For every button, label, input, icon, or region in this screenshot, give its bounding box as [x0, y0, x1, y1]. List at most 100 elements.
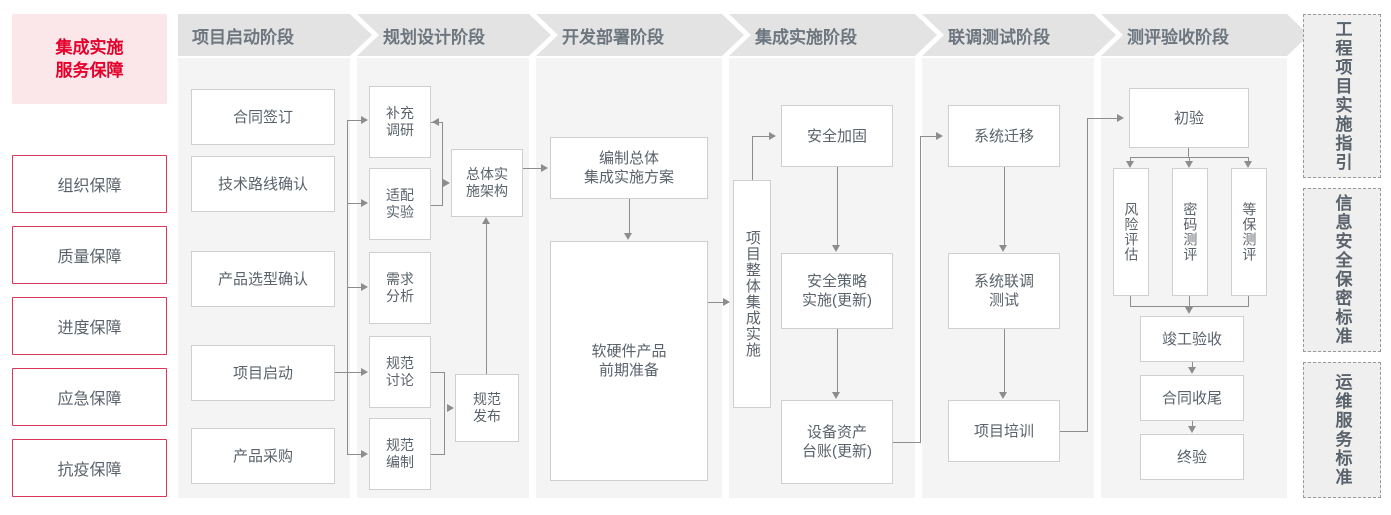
arrow-to-crypto-evaluation: [1185, 161, 1193, 168]
stage-header-2[interactable]: 规划设计阶段: [357, 14, 551, 56]
arrow-to-risk-assessment: [1126, 161, 1134, 168]
sidebar-item-label: 组织保障: [57, 178, 122, 195]
connector-spec-release-to-arch: [486, 224, 488, 374]
arrow-to-project-integration: [723, 298, 730, 306]
node-project-kickoff[interactable]: 项目启动: [191, 345, 335, 401]
node-requirement-analysis[interactable]: 需求 分析: [369, 252, 431, 324]
node-system-migration[interactable]: 系统迁移: [948, 105, 1060, 167]
node-label: 合同签订: [232, 108, 293, 126]
node-label-line1: 设备资产: [806, 424, 867, 441]
node-label: 竣工验收: [1161, 330, 1222, 348]
node-tech-route-confirm[interactable]: 技术路线确认: [191, 156, 335, 212]
node-label-line2: 台账(更新): [802, 443, 872, 460]
stage-header-1[interactable]: 项目启动阶段: [178, 14, 372, 56]
arrow-to-compile-plan: [541, 164, 548, 172]
node-preliminary-acceptance[interactable]: 初验: [1129, 88, 1249, 148]
arrow-to-joint-test: [999, 245, 1007, 252]
sidebar-item-emergency[interactable]: 应急保障: [12, 368, 167, 426]
stage-header-4[interactable]: 集成实施阶段: [729, 14, 937, 56]
node-label-line1: 软硬件产品: [591, 343, 667, 360]
node-cryptography-evaluation[interactable]: 密码测评: [1172, 168, 1208, 296]
arrow-to-spec-release: [447, 404, 454, 412]
node-label-line1: 总体实: [466, 166, 508, 182]
connector-bus-to-supplementary: [347, 120, 361, 122]
node-hardware-software-preparation[interactable]: 软硬件产品 前期准备: [550, 241, 708, 481]
stage-header-5[interactable]: 联调测试阶段: [922, 14, 1116, 56]
right-panel-infosec-standard[interactable]: 信息安全保密标准: [1303, 188, 1381, 352]
node-overall-implementation-architecture[interactable]: 总体实 施架构: [451, 149, 523, 217]
node-project-overall-integration[interactable]: 项目整体集成实施: [733, 180, 771, 408]
connector-fanout-mid: [1189, 157, 1191, 163]
stage-header-label: 项目启动阶段: [192, 27, 294, 47]
node-compile-overall-integration-plan[interactable]: 编制总体 集成实施方案: [550, 137, 708, 199]
node-spec-release[interactable]: 规范 发布: [455, 374, 519, 442]
left-sidebar-title: 集成实施 服务保障: [12, 14, 167, 104]
node-label-line2: 前期准备: [598, 362, 659, 379]
connector-ledger-up: [920, 136, 922, 443]
node-label: 产品采购: [232, 447, 293, 465]
arrow-to-architecture: [443, 179, 450, 187]
node-label: 等保测评: [1241, 202, 1258, 262]
arrow-up-to-architecture: [482, 217, 490, 224]
connector-spec-drafting-out: [431, 454, 445, 456]
left-sidebar-title-line2: 服务保障: [55, 61, 124, 80]
sidebar-item-organization[interactable]: 组织保障: [12, 155, 167, 213]
node-project-training[interactable]: 项目培训: [948, 400, 1060, 462]
stage-header-3[interactable]: 开发部署阶段: [536, 14, 744, 56]
node-adaptation-experiment[interactable]: 适配 实验: [369, 168, 431, 240]
connector-migration-to-test: [1004, 167, 1006, 246]
connector-hardening-to-policy: [837, 167, 839, 246]
right-panel-engineering-guideline[interactable]: 工程项目实施指引: [1303, 14, 1381, 178]
node-label: 密码测评: [1182, 202, 1199, 262]
node-equipment-asset-ledger[interactable]: 设备资产 台账(更新): [781, 400, 893, 484]
node-product-selection-confirm[interactable]: 产品选型确认: [191, 251, 335, 307]
arrow-to-requirement: [361, 283, 368, 291]
node-label-line1: 补充: [386, 105, 414, 121]
sidebar-item-epidemic[interactable]: 抗疫保障: [12, 439, 167, 497]
node-security-hardening[interactable]: 安全加固: [781, 105, 893, 167]
right-panel-label: 信息安全保密标准: [1332, 194, 1352, 346]
node-security-policy-implementation[interactable]: 安全策略 实施(更新): [781, 253, 893, 329]
node-risk-assessment[interactable]: 风险评估: [1113, 168, 1149, 296]
stage-header-label: 联调测试阶段: [948, 27, 1050, 47]
left-sidebar-title-line1: 集成实施: [55, 38, 124, 57]
node-system-joint-debug-test[interactable]: 系统联调 测试: [948, 253, 1060, 329]
arrow-to-system-migration: [936, 132, 943, 140]
connector-bus-to-requirement: [347, 287, 361, 289]
sidebar-item-label: 抗疫保障: [57, 462, 122, 479]
arrow-to-security-hardening: [769, 132, 776, 140]
sidebar-item-quality[interactable]: 质量保障: [12, 226, 167, 284]
node-label-line2: 分析: [386, 288, 414, 304]
node-label-line1: 规范: [473, 391, 501, 407]
node-label-line2: 实验: [386, 204, 414, 220]
node-final-acceptance[interactable]: 终验: [1140, 434, 1244, 480]
node-product-procurement[interactable]: 产品采购: [191, 428, 335, 484]
node-label: 项目培训: [973, 422, 1034, 440]
connector-fanout-left: [1130, 157, 1132, 163]
node-label: 项目整体集成实施: [743, 230, 761, 358]
node-contract-signing[interactable]: 合同签订: [191, 89, 335, 145]
node-completion-acceptance[interactable]: 竣工验收: [1140, 316, 1244, 362]
stage-header-label: 集成实施阶段: [755, 27, 857, 47]
connector-integration-to-hardening: [752, 136, 770, 138]
connector-arch-to-plan: [523, 168, 543, 170]
node-supplementary-research[interactable]: 补充 调研: [369, 86, 431, 158]
stage-header-label: 测评验收阶段: [1127, 27, 1229, 47]
connector-preliminary-down: [1188, 148, 1190, 158]
node-label: 初验: [1173, 109, 1204, 127]
sidebar-item-schedule[interactable]: 进度保障: [12, 297, 167, 355]
node-label: 安全加固: [806, 127, 867, 145]
node-label: 系统迁移: [973, 127, 1034, 145]
node-contract-closeout[interactable]: 合同收尾: [1140, 375, 1244, 421]
node-label-line2: 实施(更新): [802, 292, 872, 309]
node-label-line2: 调研: [386, 122, 414, 138]
node-spec-discussion[interactable]: 规范 讨论: [369, 336, 431, 408]
connector-fanin-right: [1248, 296, 1250, 307]
arrow-to-spec-drafting: [361, 450, 368, 458]
node-spec-drafting[interactable]: 规范 编制: [369, 418, 431, 490]
node-classified-protection-evaluation[interactable]: 等保测评: [1231, 168, 1267, 296]
stage-header-6[interactable]: 测评验收阶段: [1101, 14, 1309, 56]
right-panel-ops-service-standard[interactable]: 运维服务标准: [1303, 362, 1381, 498]
connector-training-out: [1060, 431, 1088, 433]
sidebar-item-label: 进度保障: [57, 320, 122, 337]
